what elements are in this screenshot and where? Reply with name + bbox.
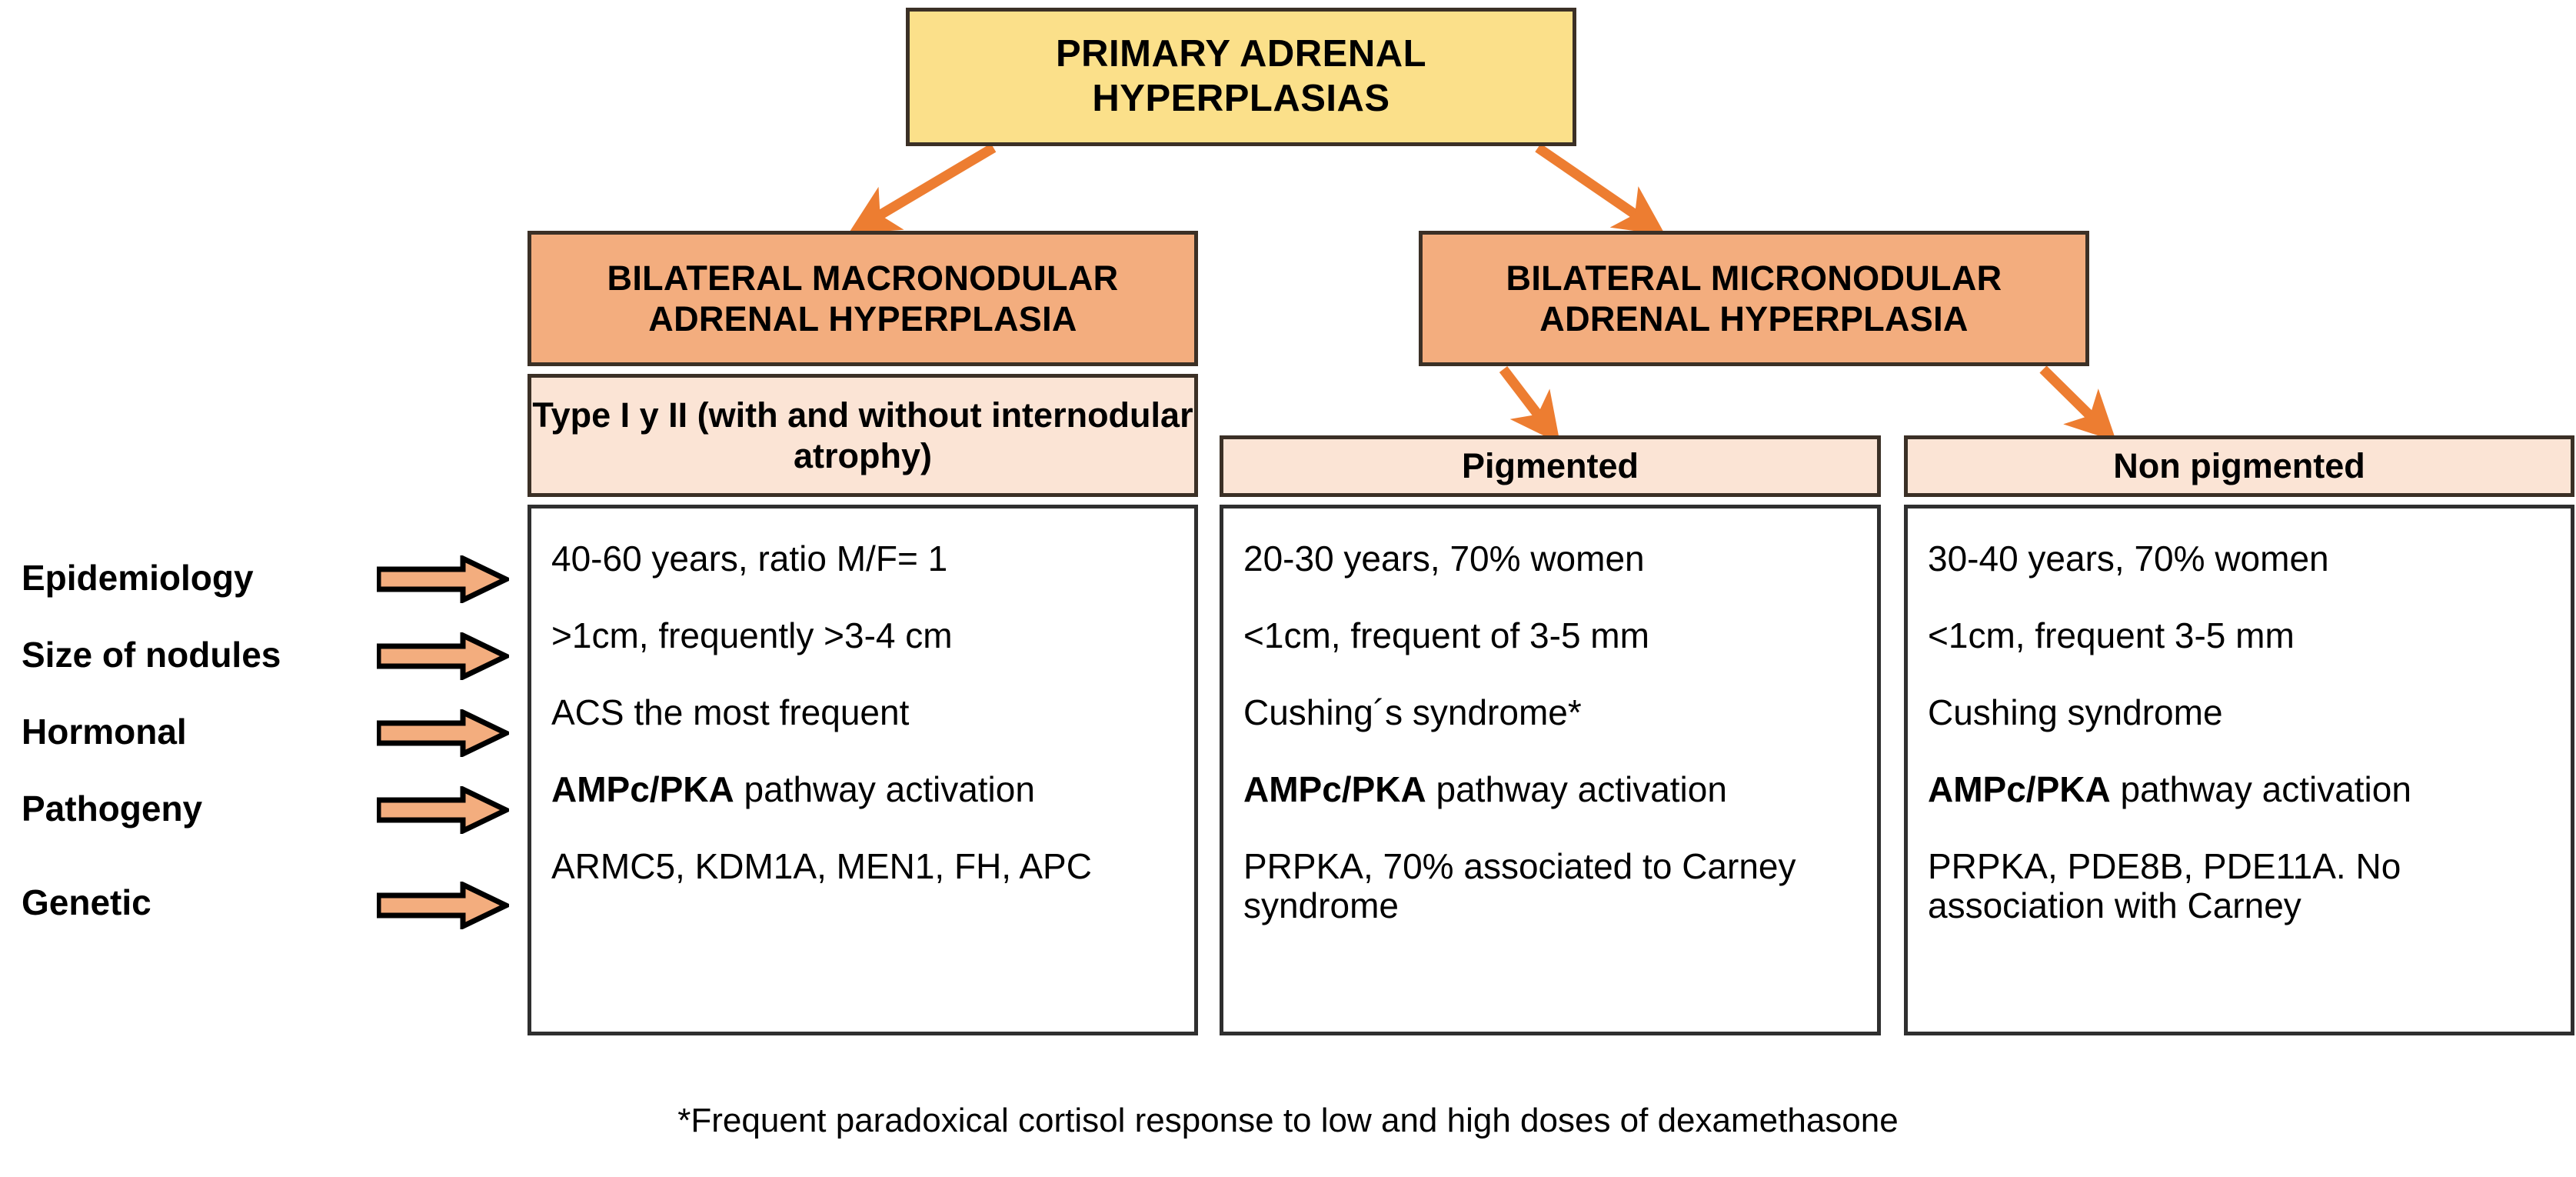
- cell-nonpig-pathogeny-rest: pathway activation: [2110, 769, 2411, 809]
- content-column-non-pigmented: 30-40 years, 70% women <1cm, frequent 3-…: [1904, 505, 2574, 1035]
- arrow-micro-to-pigmented: [1499, 366, 1560, 444]
- block-arrow-icon-pathogeny: [377, 786, 509, 834]
- cell-macro-pathogeny: AMPc/PKA pathway activation: [551, 770, 1194, 847]
- cell-pig-pathogeny-bold: AMPc/PKA: [1243, 769, 1426, 809]
- cell-macro-size-of-nodules: >1cm, frequently >3-4 cm: [551, 615, 953, 655]
- row-label-pathogeny: Pathogeny: [22, 789, 203, 829]
- arrow-micro-to-nonpigmented: [2039, 365, 2117, 442]
- category-label-micronodular: BILATERAL MICRONODULAR ADRENAL HYPERPLAS…: [1506, 258, 2002, 338]
- cell-macro-hormonal: ACS the most frequent: [551, 692, 910, 732]
- cell-pig-size-of-nodules: <1cm, frequent of 3-5 mm: [1243, 615, 1649, 655]
- block-arrow-icon-size-of-nodules: [377, 632, 509, 680]
- cell-pig-hormonal: Cushing´s syndrome*: [1243, 692, 1582, 732]
- category-box-micronodular: BILATERAL MICRONODULAR ADRENAL HYPERPLAS…: [1419, 231, 2089, 366]
- cell-nonpig-pathogeny-bold: AMPc/PKA: [1928, 769, 2111, 809]
- content-column-macronodular: 40-60 years, ratio M/F= 1 >1cm, frequent…: [528, 505, 1198, 1035]
- cell-nonpig-pathogeny: AMPc/PKA pathway activation: [1928, 770, 2571, 847]
- footnote-text: *Frequent paradoxical cortisol response …: [677, 1102, 1899, 1139]
- primary-title-box: PRIMARY ADRENAL HYPERPLASIAS: [906, 8, 1576, 146]
- subheader-label-pigmented: Pigmented: [1461, 446, 1639, 486]
- cell-macro-genetic: ARMC5, KDM1A, MEN1, FH, APC: [551, 846, 1092, 886]
- cell-macro-epidemiology: 40-60 years, ratio M/F= 1: [551, 538, 948, 578]
- subheader-label-non-pigmented: Non pigmented: [2113, 446, 2365, 486]
- row-label-size-of-nodules: Size of nodules: [22, 635, 281, 675]
- row-label-hormonal: Hormonal: [22, 712, 187, 752]
- cell-pig-genetic: PRPKA, 70% associated to Carney syndrome: [1243, 846, 1796, 925]
- row-label-genetic: Genetic: [22, 882, 151, 922]
- cell-macro-pathogeny-bold: AMPc/PKA: [551, 769, 734, 809]
- cell-nonpig-epidemiology: 30-40 years, 70% women: [1928, 538, 2329, 578]
- cell-nonpig-genetic: PRPKA, PDE8B, PDE11A. No association wit…: [1928, 846, 2401, 925]
- block-arrow-icon-epidemiology: [377, 555, 509, 603]
- cell-pig-pathogeny: AMPc/PKA pathway activation: [1243, 770, 1877, 847]
- cell-nonpig-hormonal: Cushing syndrome: [1928, 692, 2223, 732]
- category-box-macronodular: BILATERAL MACRONODULAR ADRENAL HYPERPLAS…: [528, 231, 1198, 366]
- subheader-label-type: Type I y II (with and without internodul…: [532, 395, 1193, 475]
- block-arrow-icon-hormonal: [377, 709, 509, 757]
- primary-title-text: PRIMARY ADRENAL HYPERPLASIAS: [1055, 33, 1427, 119]
- arrow-title-to-micro: [1535, 143, 1666, 235]
- content-column-pigmented: 20-30 years, 70% women <1cm, frequent of…: [1220, 505, 1881, 1035]
- arrow-title-to-macro: [848, 143, 997, 234]
- subheader-box-type: Type I y II (with and without internodul…: [528, 374, 1198, 497]
- row-label-epidemiology: Epidemiology: [22, 558, 254, 598]
- subheader-box-non-pigmented: Non pigmented: [1904, 435, 2574, 497]
- category-label-macronodular: BILATERAL MACRONODULAR ADRENAL HYPERPLAS…: [607, 258, 1119, 338]
- cell-pig-pathogeny-rest: pathway activation: [1426, 769, 1727, 809]
- cell-pig-epidemiology: 20-30 years, 70% women: [1243, 538, 1645, 578]
- block-arrow-icon-genetic: [377, 882, 509, 929]
- cell-macro-pathogeny-rest: pathway activation: [734, 769, 1035, 809]
- cell-nonpig-size-of-nodules: <1cm, frequent 3-5 mm: [1928, 615, 2295, 655]
- subheader-box-pigmented: Pigmented: [1220, 435, 1881, 497]
